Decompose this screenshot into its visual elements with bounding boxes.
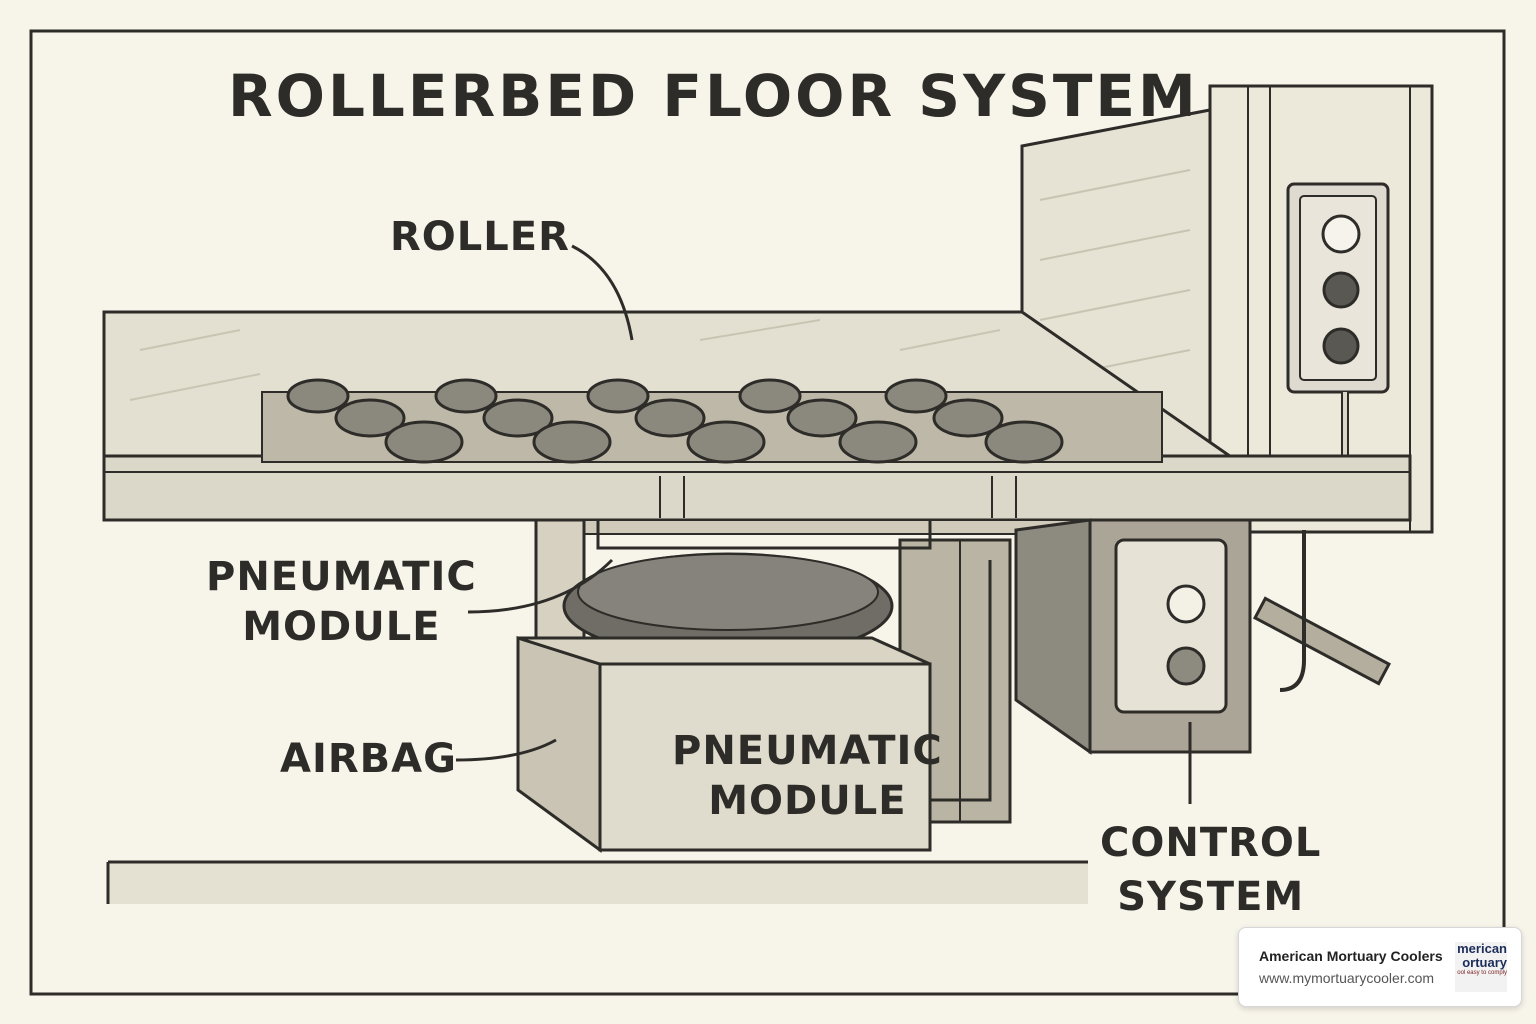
source-badge[interactable]: American Mortuary Coolers www.mymortuary… <box>1238 927 1522 1007</box>
control-system-label-line1: CONTROL <box>1100 820 1322 866</box>
company-logo-icon: merican ortuary ool easy to comply <box>1455 942 1507 992</box>
logo-text-line1: merican <box>1457 942 1507 956</box>
roller-group <box>738 378 918 464</box>
control-cabinet <box>1014 518 1391 755</box>
logo-text-line3: ool easy to comply <box>1457 970 1507 976</box>
pneumatic-module-label-line2: MODULE <box>242 604 441 650</box>
roller-group <box>884 378 1064 464</box>
roller-leader-line <box>571 244 634 341</box>
outer-frame <box>29 29 1506 996</box>
pneumatic-module-label: PNEUMATIC MODULE <box>206 552 477 652</box>
pneumatic-module-box <box>516 560 992 853</box>
pneumatic-module-label-line1: PNEUMATIC <box>206 554 477 600</box>
control-system-label-line2: SYSTEM <box>1117 874 1305 920</box>
pneumatic-module-box-label-line2: MODULE <box>708 778 907 824</box>
control-system-label: CONTROL SYSTEM <box>1100 816 1321 924</box>
pneumatic-module-box-label-line1: PNEUMATIC <box>672 728 943 774</box>
roller-group <box>286 378 464 464</box>
airbag-leader-line <box>455 738 557 762</box>
badge-company-name: American Mortuary Coolers <box>1259 948 1443 964</box>
pneumatic-module-leader-line <box>467 558 614 614</box>
roller-label: ROLLER <box>390 214 570 260</box>
pneumatic-module-box-label: PNEUMATIC MODULE <box>672 726 943 826</box>
ground-line <box>106 860 1088 904</box>
diagram-title: ROLLERBED FLOOR SYSTEM <box>228 62 1199 130</box>
badge-url[interactable]: www.mymortuarycooler.com <box>1259 970 1435 986</box>
roller-group <box>434 378 612 464</box>
roller-rows <box>261 378 1163 464</box>
roller-group <box>586 378 766 464</box>
airbag-label: AIRBAG <box>280 736 457 782</box>
logo-text-line2: ortuary <box>1462 955 1507 970</box>
